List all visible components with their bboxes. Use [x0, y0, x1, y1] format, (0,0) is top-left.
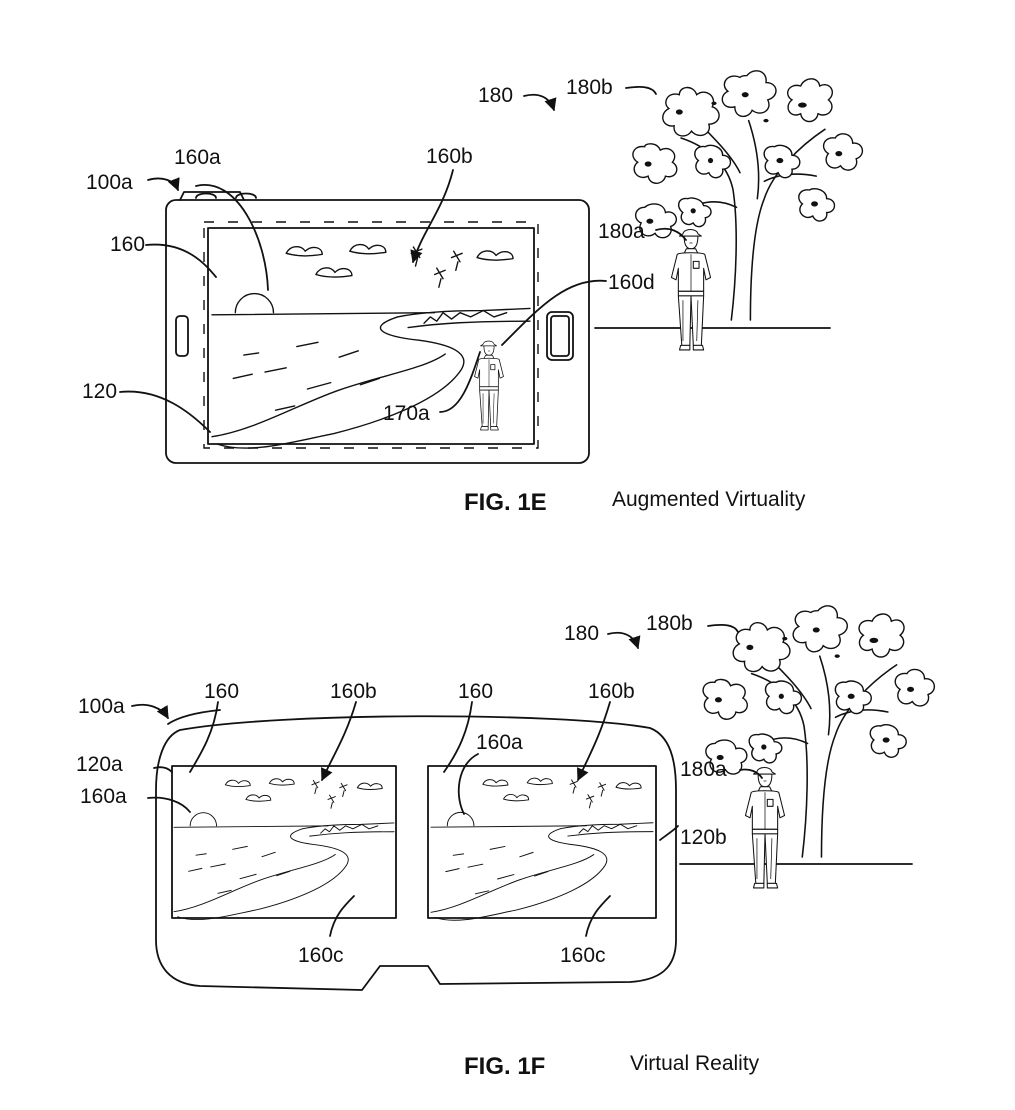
label-tree-180b-1f: 180b	[646, 612, 693, 635]
virtual-seascape-left	[173, 778, 395, 921]
label-sun-160a-right: 160a	[476, 731, 523, 754]
person-180a	[670, 228, 712, 351]
label-display-120a: 120a	[76, 753, 123, 776]
person-180a-1f	[744, 766, 786, 889]
label-device-100a-1f: 100a	[78, 695, 125, 718]
caption-fig-1f: FIG. 1F	[464, 1053, 545, 1080]
caption-fig-1e: FIG. 1E	[464, 489, 547, 516]
tree-180b	[632, 69, 864, 321]
label-tree-180b: 180b	[566, 76, 613, 99]
label-shore-160d: 160d	[608, 271, 655, 294]
subtitle-augmented-virtuality: Augmented Virtuality	[612, 488, 806, 511]
label-display-120b: 120b	[680, 826, 727, 849]
virtual-seascape-right	[430, 777, 654, 921]
label-display-120: 120	[82, 380, 117, 403]
subtitle-virtual-reality: Virtual Reality	[630, 1052, 760, 1075]
tree-180b-1f	[702, 605, 936, 858]
label-sun-160a-left: 160a	[80, 785, 127, 808]
label-birds-160b-right: 160b	[588, 680, 635, 703]
label-person-180a: 180a	[598, 220, 645, 243]
label-person-180a-1f: 180a	[680, 758, 727, 781]
label-environment-180: 180	[478, 84, 513, 107]
label-device-100a: 100a	[86, 171, 133, 194]
vr-headset-device	[155, 709, 677, 991]
label-environment-180-1f: 180	[564, 622, 599, 645]
label-birds-160b-left: 160b	[330, 680, 377, 703]
label-scene-160: 160	[110, 233, 145, 256]
label-sun-160a: 160a	[174, 146, 221, 169]
label-birds-160b: 160b	[426, 145, 473, 168]
label-scene-160-left: 160	[204, 680, 239, 703]
label-scene-160-right: 160	[458, 680, 493, 703]
label-ground-160c-left: 160c	[298, 944, 344, 967]
label-virtual-person-170a: 170a	[383, 402, 430, 425]
figure-1e: 100a 160a 160b 160 180a 160d 120 170a 18…	[82, 69, 864, 516]
figure-1f: 100a 160 160b 160 160b 120a 160a 160a 12…	[76, 605, 936, 1080]
smartphone-device	[165, 191, 590, 464]
label-ground-160c-right: 160c	[560, 944, 606, 967]
